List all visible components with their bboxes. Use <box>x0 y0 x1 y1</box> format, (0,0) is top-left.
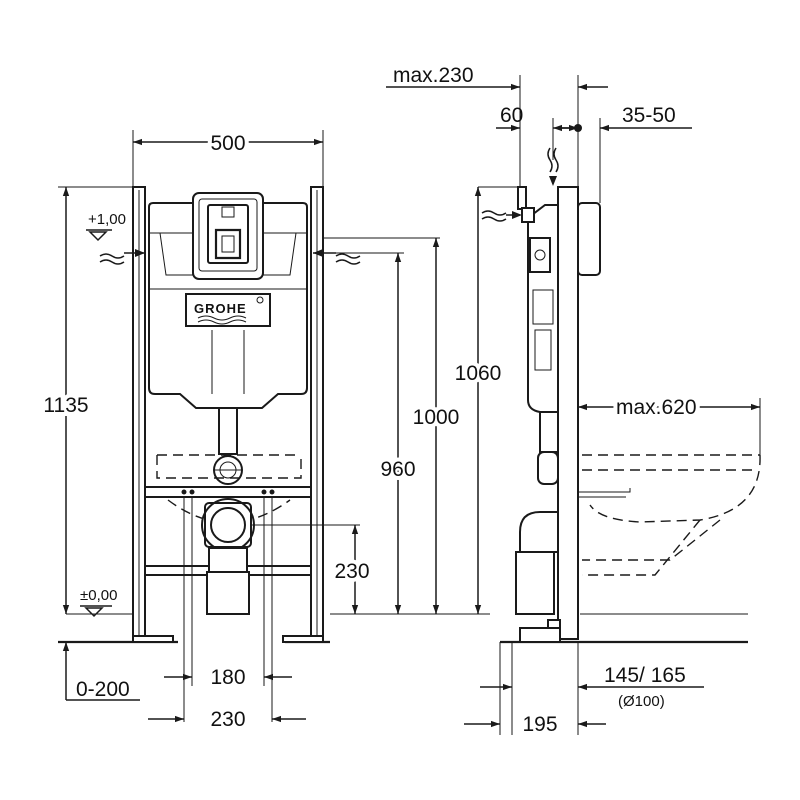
dim-35-50: 35-50 <box>622 104 676 127</box>
level-bottom-label: ±0,00 <box>80 587 117 604</box>
dim-1000: 1000 <box>413 406 460 429</box>
dim-foot-adjust: 0-200 <box>76 678 130 701</box>
front-drain <box>201 498 360 615</box>
dim-230-fix: 230 <box>210 708 245 731</box>
brand-logo: GROHE <box>194 301 247 316</box>
front-view: GROHE <box>39 128 490 731</box>
dim-60: 60 <box>500 104 523 127</box>
front-cistern: GROHE <box>148 202 308 409</box>
dim-1060: 1060 <box>455 362 502 385</box>
dim-180: 180 <box>210 666 245 689</box>
dim-max-620: max.620 <box>616 396 697 419</box>
dim-195: 195 <box>522 713 557 736</box>
dim-230-drain: 230 <box>334 560 369 583</box>
side-cistern <box>517 186 559 413</box>
dim-145-165: 145/ 165 <box>604 664 686 687</box>
side-bowl-dashed <box>578 454 761 576</box>
flush-plate <box>192 192 264 280</box>
dim-960: 960 <box>380 458 415 481</box>
dim-height-1135: 1135 <box>43 394 88 417</box>
dim-outlet-diameter: (Ø100) <box>618 693 665 710</box>
dim-width-500: 500 <box>210 132 245 155</box>
side-view: max.230 60 35-50 1060 max.620 145/ 165 (… <box>386 64 761 736</box>
dim-max-230: max.230 <box>393 64 474 87</box>
front-flush-pipe <box>213 407 243 485</box>
side-drain <box>515 411 559 615</box>
level-top-label: +1,00 <box>88 211 126 228</box>
side-supply <box>481 147 559 222</box>
side-frame <box>519 186 601 643</box>
